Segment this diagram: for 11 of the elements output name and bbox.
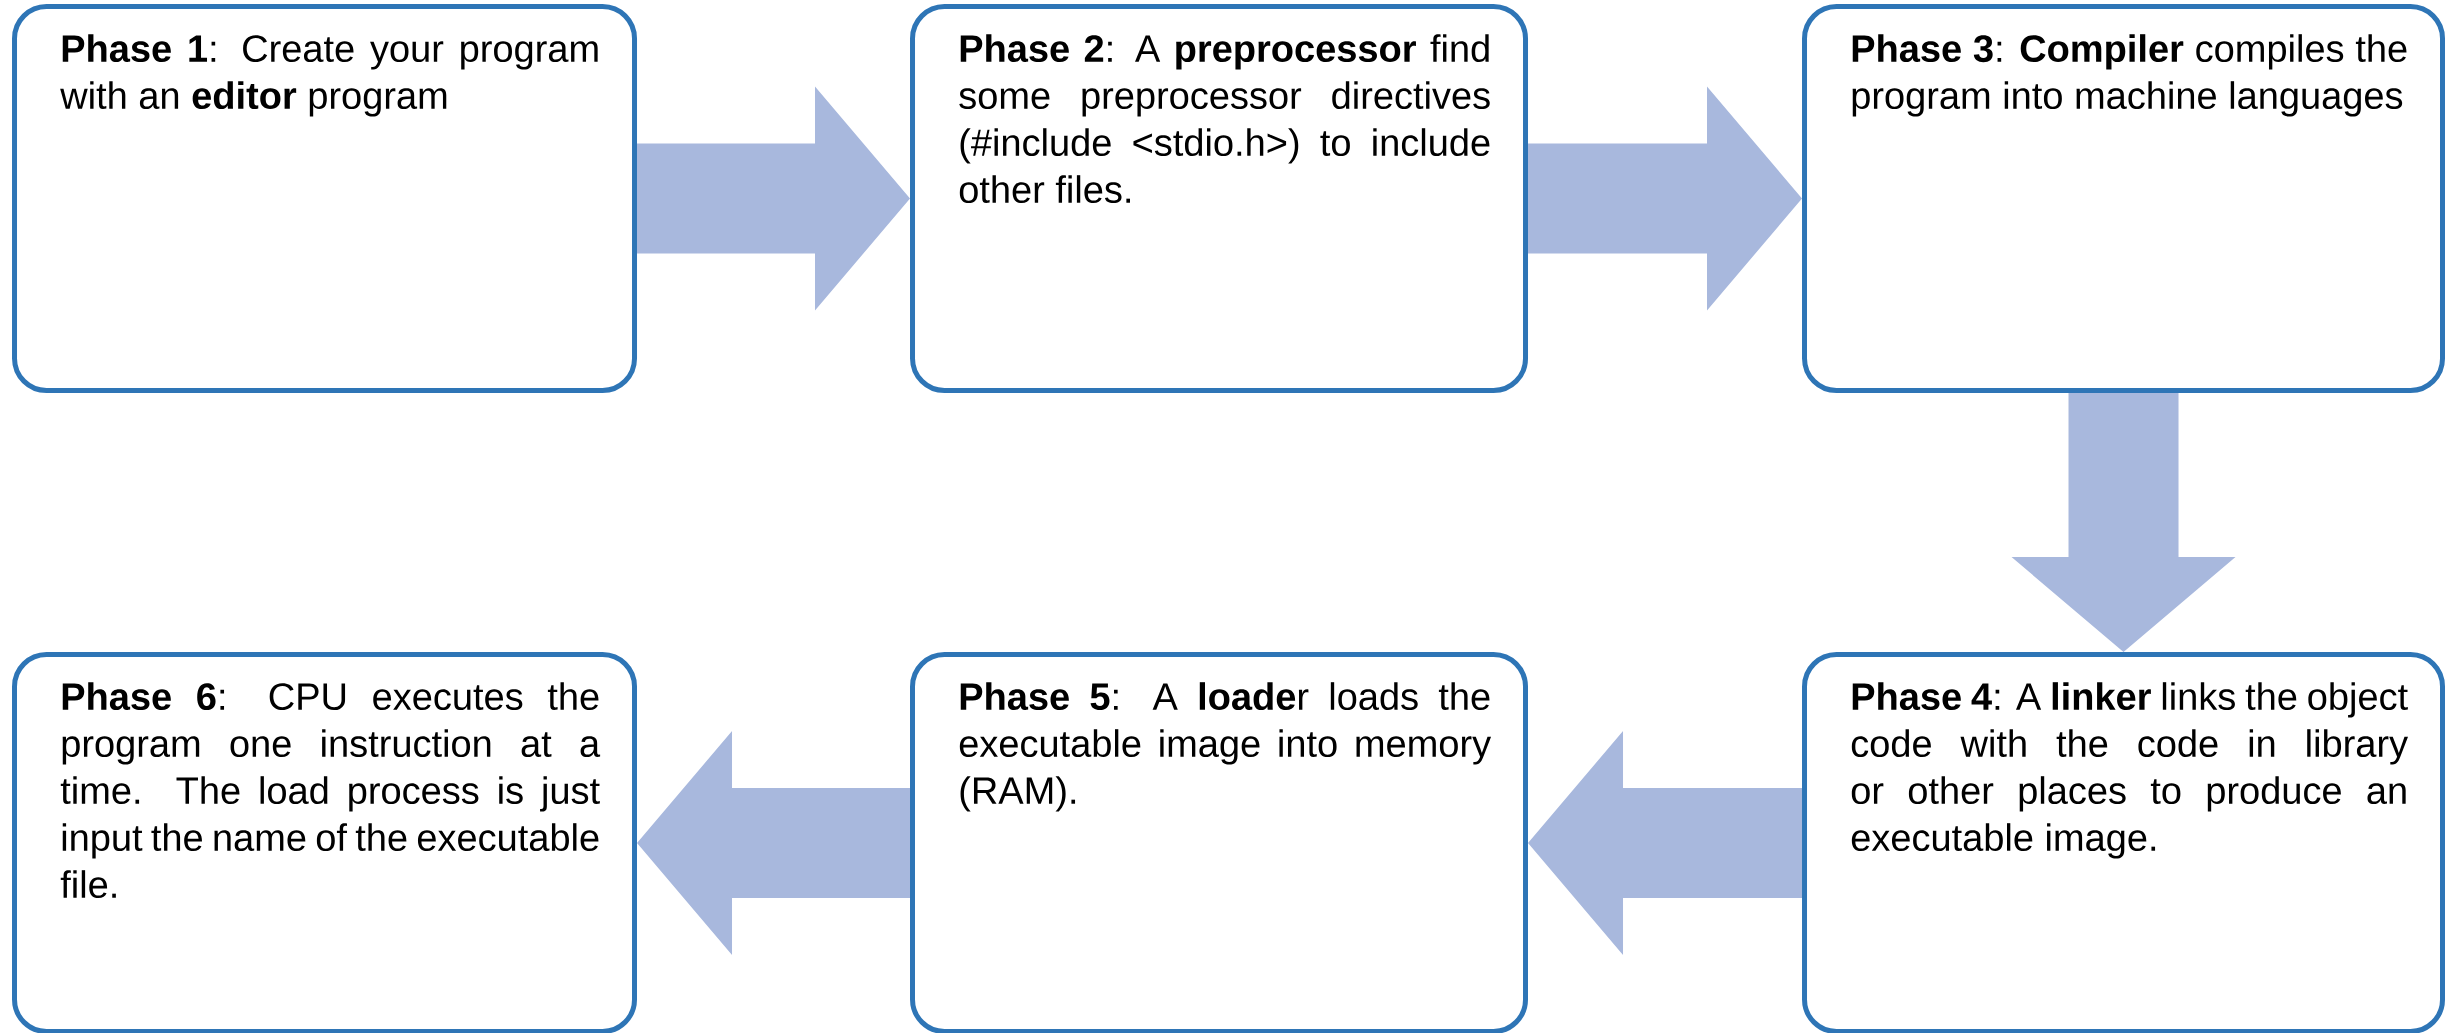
block-arrow [637, 86, 910, 311]
process-box: Phase 3: Compiler compiles the program into machine languages [1802, 4, 2445, 393]
process-box: Phase 5: A loader loads the executable image into memory (RAM). [910, 652, 1528, 1033]
process-box: Phase 1: Create your program with an editor program [12, 4, 637, 393]
block-arrow [1528, 86, 1802, 311]
process-box: Phase 6: CPU executes the program one instruction at a time. The load process is just input the name of the executable file. [12, 652, 637, 1033]
block-arrow [1528, 731, 1802, 955]
block-arrow [637, 731, 910, 955]
block-arrow [2011, 393, 2236, 652]
process-box: Phase 2: A preprocessor find some preprocessor directives (#include <stdio.h>) to include other files. [910, 4, 1528, 393]
process-box: Phase 4: A linker links the object code with the code in library or other places to produce an executable image. [1802, 652, 2445, 1033]
